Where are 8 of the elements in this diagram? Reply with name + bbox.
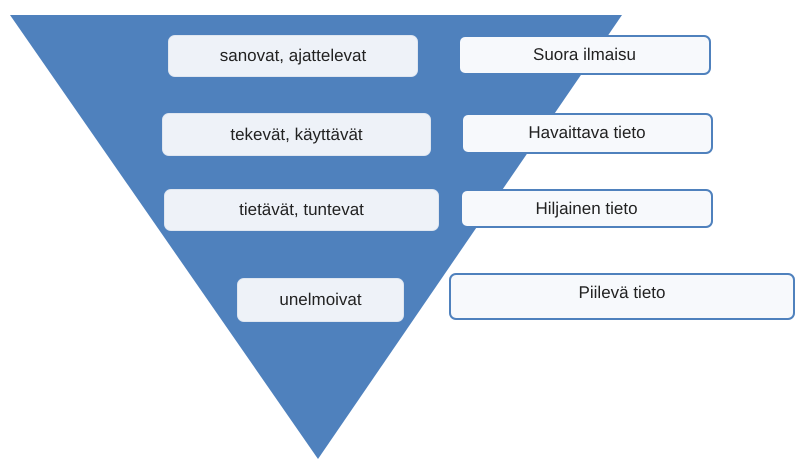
behavior-box: tietävät, tuntevat [164, 189, 439, 231]
behavior-box: unelmoivat [237, 278, 404, 322]
behavior-box: tekevät, käyttävät [162, 113, 431, 156]
knowledge-level-box: Piilevä tieto [449, 273, 795, 320]
behavior-box: sanovat, ajattelevat [168, 35, 418, 77]
knowledge-level-box: Hiljainen tieto [460, 189, 713, 228]
knowledge-level-box: Havaittava tieto [461, 113, 713, 154]
knowledge-level-box: Suora ilmaisu [458, 35, 711, 75]
